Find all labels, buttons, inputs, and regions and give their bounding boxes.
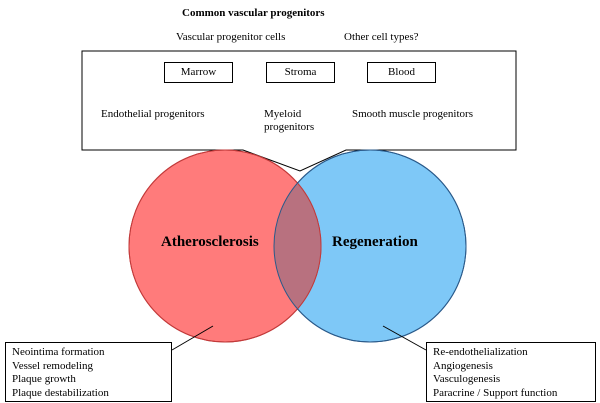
source-box-stroma: Stroma — [266, 62, 335, 83]
progenitor-callout-outline — [81, 50, 517, 172]
source-box-marrow: Marrow — [164, 62, 233, 83]
list-item: Neointima formation — [12, 346, 105, 358]
atherosclerosis-label: Atherosclerosis — [161, 234, 259, 250]
source-box-blood: Blood — [367, 62, 436, 83]
myeloid-progenitors-label-line2: progenitors — [264, 121, 315, 133]
smooth-muscle-progenitors-label: Smooth muscle progenitors — [352, 108, 473, 120]
regeneration-connector — [382, 325, 427, 351]
atherosclerosis-connector — [171, 325, 214, 351]
atherosclerosis-outcomes-box: Neointima formation Vessel remodeling Pl… — [5, 342, 172, 402]
endothelial-progenitors-label: Endothelial progenitors — [101, 108, 205, 120]
vascular-progenitor-cells-label: Vascular progenitor cells — [176, 31, 286, 43]
list-item: Vessel remodeling — [12, 359, 93, 372]
list-item: Plaque growth — [12, 373, 76, 386]
diagram-title: Common vascular progenitors — [182, 7, 325, 19]
list-item: Plaque destabilization — [12, 386, 109, 399]
regeneration-outcomes-box: Re-endothelialization Angiogenesis Vascu… — [426, 342, 596, 402]
list-item: Re-endothelialization — [433, 346, 528, 358]
list-item: Paracrine / Support function — [433, 386, 558, 399]
myeloid-progenitors-label-line1: Myeloid — [264, 108, 302, 120]
list-item: Angiogenesis — [433, 359, 493, 372]
list-item: Vasculogenesis — [433, 373, 501, 386]
other-cell-types-label: Other cell types? — [344, 31, 419, 43]
regeneration-label: Regeneration — [332, 234, 418, 250]
